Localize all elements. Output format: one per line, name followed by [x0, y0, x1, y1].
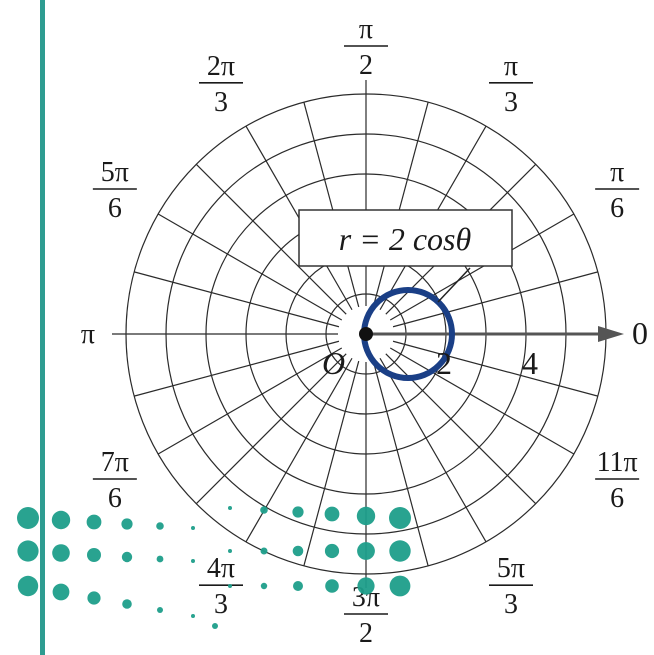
decor-dot: [17, 507, 39, 529]
angle-label-numerator: 11π: [597, 447, 638, 478]
radius-label-4: 4: [522, 345, 538, 381]
angle-label: 5π6: [92, 157, 137, 224]
angle-label-numerator: 7π: [101, 447, 129, 478]
angle-label-denominator: 3: [214, 87, 228, 118]
polar-spoke: [157, 213, 343, 321]
decor-dot: [191, 614, 195, 618]
decor-dot: [156, 555, 164, 563]
decor-dot: [228, 584, 232, 588]
origin-label: O: [322, 345, 345, 381]
decor-dot: [156, 522, 164, 530]
angle-label-numerator: 5π: [101, 157, 129, 188]
decor-dot: [324, 543, 340, 559]
decor-dot: [389, 575, 411, 597]
decor-dot: [121, 518, 133, 530]
polar-spoke: [389, 347, 575, 455]
decor-dot: [260, 582, 268, 590]
angle-label: 2π3: [199, 51, 243, 118]
decor-dot: [86, 514, 102, 530]
angle-label-numerator: 4π: [207, 553, 235, 584]
decor-dot: [356, 506, 376, 526]
polar-spoke: [389, 213, 575, 321]
decor-dot: [357, 577, 375, 595]
angle-label: π: [81, 319, 95, 350]
polar-spoke: [392, 271, 598, 328]
angle-label-denominator: 6: [108, 483, 122, 514]
polar-spoke: [372, 102, 429, 308]
decor-dot: [87, 591, 101, 605]
sidebar-line: [40, 0, 45, 655]
polar-spoke: [303, 360, 360, 566]
decor-dot: [17, 540, 39, 562]
angle-label-denominator: 2: [359, 50, 373, 81]
angle-label-denominator: 2: [359, 618, 373, 649]
decor-dot: [121, 551, 133, 563]
angle-label: π3: [489, 51, 533, 118]
decor-dot: [52, 544, 70, 562]
polar-spoke: [372, 360, 429, 566]
angle-label-numerator: 2π: [207, 51, 235, 82]
decor-dot: [17, 575, 39, 597]
decor-dot: [293, 581, 303, 591]
angle-label: 7π6: [92, 447, 137, 514]
polar-spoke: [303, 102, 360, 308]
angle-label: π2: [344, 14, 388, 81]
angle-label-numerator: π: [610, 157, 624, 188]
angle-label-denominator: 6: [610, 193, 624, 224]
decor-dot: [191, 559, 195, 563]
equation-label: r = 2 cosθ: [339, 221, 471, 257]
angle-label-numerator: π: [504, 51, 518, 82]
callout-pointer: [437, 267, 471, 303]
decor-dot: [212, 623, 218, 629]
polar-spoke: [134, 271, 340, 328]
polar-spoke: [134, 340, 340, 397]
radius-label-2: 2: [436, 345, 452, 381]
angle-label: π6: [595, 157, 640, 224]
equation-callout: r = 2 cosθ: [298, 209, 513, 303]
angle-label: 5π3: [489, 553, 533, 620]
decor-dot: [389, 507, 411, 529]
decor-dot: [122, 599, 132, 609]
decor-dot: [51, 510, 71, 530]
decor-dot: [389, 540, 411, 562]
axis-label-zero: 0: [632, 315, 648, 351]
decor-dot: [191, 526, 195, 530]
equation-box: [298, 209, 513, 267]
decor-dot: [292, 545, 304, 557]
decor-dot: [87, 548, 101, 562]
angle-label-denominator: 6: [108, 193, 122, 224]
origin-point: [359, 327, 373, 341]
polar-spoke: [157, 347, 343, 455]
angle-label-denominator: 6: [610, 483, 624, 514]
decor-dot: [325, 579, 339, 593]
decor-dot: [260, 506, 268, 514]
angle-label-text: π: [81, 319, 95, 350]
polar-spoke: [379, 357, 487, 543]
decor-dot: [324, 506, 340, 522]
angle-label-numerator: π: [359, 14, 373, 45]
angle-label-denominator: 3: [214, 589, 228, 620]
decor-dot: [260, 547, 268, 555]
angle-label-denominator: 3: [504, 589, 518, 620]
angle-label-denominator: 3: [504, 87, 518, 118]
decor-dot: [357, 542, 375, 560]
polar-spoke: [392, 340, 598, 397]
decor-dot: [292, 506, 304, 518]
decorative-dots: [17, 506, 411, 629]
angle-label: 4π3: [199, 553, 243, 620]
polar-spoke: [195, 163, 347, 315]
decor-dot: [157, 607, 163, 613]
decor-dot: [228, 506, 232, 510]
decor-dot: [228, 549, 232, 553]
polar-spoke: [195, 353, 347, 505]
axis-arrowhead: [598, 326, 624, 342]
angle-label-numerator: 5π: [497, 553, 525, 584]
decor-dot: [52, 583, 70, 601]
